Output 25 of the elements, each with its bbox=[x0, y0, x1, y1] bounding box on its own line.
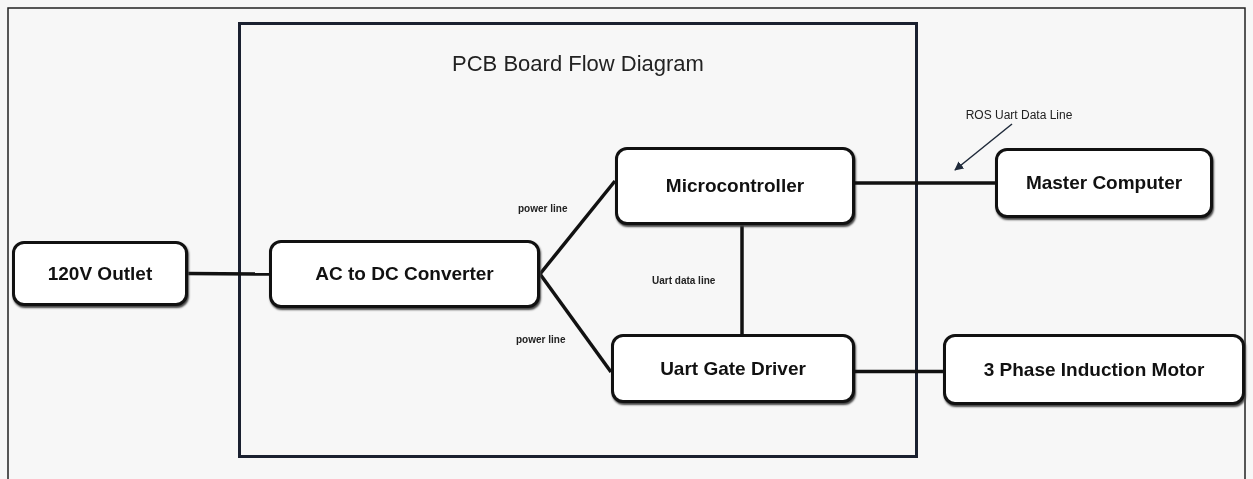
connector-line bbox=[188, 271, 269, 276]
box-label: Microcontroller bbox=[665, 175, 805, 197]
process-box bbox=[12, 241, 188, 306]
box-label: Master Computer bbox=[1025, 172, 1183, 194]
box-label: PCB Board Flow Diagram bbox=[452, 51, 704, 77]
edge-label: power line bbox=[515, 334, 567, 345]
process-box bbox=[943, 334, 1245, 405]
board-frame bbox=[238, 22, 918, 458]
process-box bbox=[615, 147, 855, 225]
connector-line bbox=[855, 181, 995, 185]
process-box bbox=[995, 148, 1213, 218]
process-box bbox=[611, 334, 855, 403]
connector-line bbox=[740, 225, 744, 334]
process-box bbox=[269, 240, 540, 308]
connector-line bbox=[855, 369, 943, 374]
annotation-label: ROS Uart Data Line bbox=[965, 108, 1073, 122]
box-label: 3 Phase Induction Motor bbox=[983, 358, 1205, 381]
edge-label: Uart data line bbox=[651, 275, 717, 286]
connector-line bbox=[538, 179, 617, 276]
edge-label: power line bbox=[517, 203, 569, 214]
box-label: AC to DC Converter bbox=[315, 263, 494, 285]
box-label: Uart Gate Driver bbox=[660, 357, 806, 380]
connector-line bbox=[538, 272, 613, 374]
leader-arrow bbox=[954, 123, 1013, 171]
box-label: 120V Outlet bbox=[47, 262, 153, 285]
